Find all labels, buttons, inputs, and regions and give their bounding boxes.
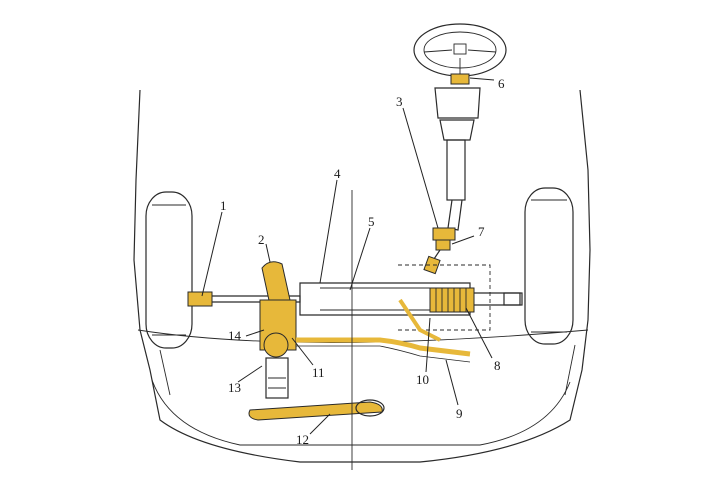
callout-14: 14 xyxy=(228,328,242,343)
callout-4: 4 xyxy=(334,166,341,181)
column-ring-6 xyxy=(450,73,470,85)
leader-lines xyxy=(201,77,495,435)
callout-5: 5 xyxy=(368,214,375,229)
universal-joint xyxy=(423,227,456,275)
servo-cylinder xyxy=(429,287,475,313)
callout-8: 8 xyxy=(494,358,501,373)
callout-6: 6 xyxy=(498,76,505,91)
callout-3: 3 xyxy=(396,94,403,109)
power-steering-pump xyxy=(259,261,297,399)
tie-rod-end-left xyxy=(187,291,213,307)
reservoir-2 xyxy=(261,261,291,306)
hydraulic-hoses xyxy=(296,298,471,363)
callout-12: 12 xyxy=(296,432,309,447)
left-wheel xyxy=(145,191,193,349)
steering-column xyxy=(434,73,481,231)
callout-1: 1 xyxy=(220,198,227,213)
callout-9: 9 xyxy=(456,406,463,421)
right-wheel xyxy=(524,187,574,345)
callout-2: 2 xyxy=(258,232,265,247)
callout-11: 11 xyxy=(312,365,325,380)
steering-wheel xyxy=(413,23,507,77)
callout-13: 13 xyxy=(228,380,241,395)
callout-labels: 1 2 3 4 5 6 7 8 9 10 11 12 13 14 xyxy=(220,76,505,447)
callout-10: 10 xyxy=(416,372,429,387)
drive-belt xyxy=(248,399,385,421)
callout-7: 7 xyxy=(478,224,485,239)
